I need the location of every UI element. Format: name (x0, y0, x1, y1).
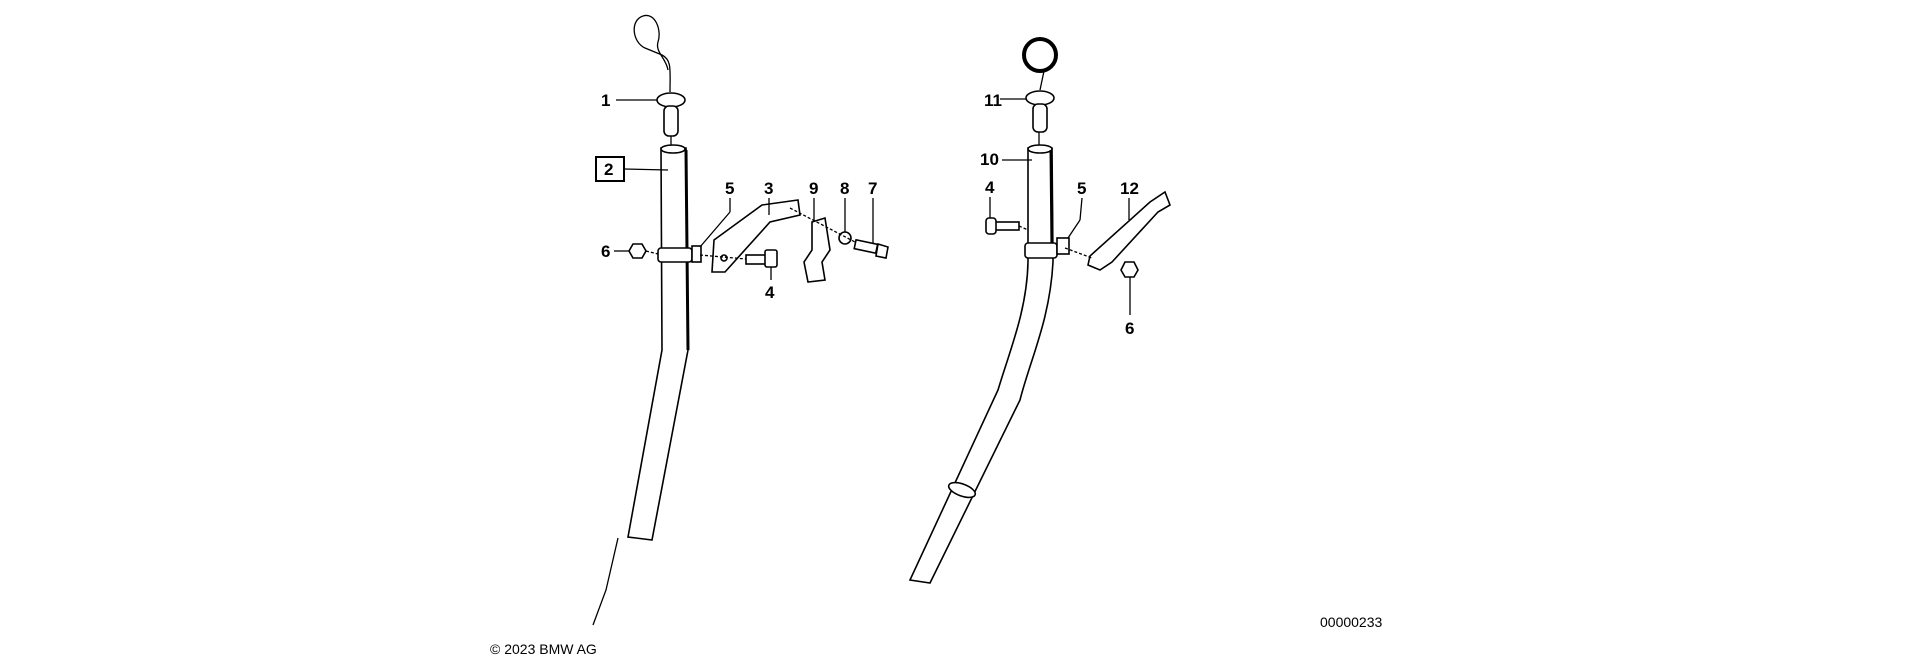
guide-tube-10 (908, 147, 1054, 584)
leader-2 (623, 168, 669, 171)
copyright-text: © 2023 BMW AG (490, 641, 597, 657)
grommet-1 (656, 92, 686, 108)
callout-10: 10 (980, 150, 999, 169)
callout-2: 2 (604, 160, 613, 179)
callout-9: 9 (809, 179, 818, 198)
callout-4: 4 (985, 178, 995, 197)
bolt-4-head (764, 249, 778, 268)
leader-5b (699, 211, 731, 248)
bolt-4 (994, 221, 1020, 231)
callout-1: 1 (601, 91, 610, 110)
callout-8: 8 (840, 179, 849, 198)
dipstick-seal (1032, 103, 1048, 133)
axis-line (789, 207, 856, 243)
bracket-12 (1087, 190, 1171, 271)
diagram-id: 00000233 (1320, 614, 1383, 630)
dipstick-lower-rod (592, 537, 619, 626)
dipstick-handle-ring (1022, 37, 1058, 73)
tube-collar (947, 481, 977, 499)
grommet-11 (1025, 90, 1055, 106)
callout-5: 5 (1077, 179, 1086, 198)
callout-4: 4 (765, 283, 775, 302)
callout-11: 11 (984, 91, 1002, 110)
leader-5b (1067, 219, 1081, 239)
tube-shade (1049, 149, 1054, 251)
bracket-hole (720, 254, 728, 262)
clip-9 (803, 216, 831, 283)
tube-opening (1027, 144, 1053, 154)
dipstick-handle-loop (633, 14, 671, 93)
bolt-7-head (875, 242, 889, 259)
callout-7: 7 (868, 179, 877, 198)
callout-12: 12 (1120, 179, 1139, 198)
guide-tube-2 (627, 147, 689, 541)
left-dipstick-assembly: 1 2 5 3 9 8 7 6 4 (592, 14, 889, 626)
axis-line (699, 254, 747, 260)
bolt-7 (853, 238, 879, 255)
axis-line (1018, 225, 1029, 231)
dipstick-seal (663, 105, 679, 137)
callout-6: 6 (1125, 319, 1134, 338)
clamp-5 (657, 247, 693, 263)
bolt-4 (745, 254, 767, 265)
callout-5: 5 (725, 179, 734, 198)
bracket-3 (711, 199, 801, 273)
nut-6 (1120, 261, 1139, 278)
right-dipstick-assembly: 11 10 4 5 12 6 (908, 37, 1171, 584)
washer-8 (838, 231, 852, 245)
nut-6 (628, 243, 647, 259)
clamp-5 (1024, 242, 1058, 259)
bolt-4-head (985, 217, 997, 235)
axis-line (645, 250, 659, 255)
callout-3: 3 (764, 179, 773, 198)
tube-opening (660, 144, 686, 154)
ring-stem (1039, 70, 1045, 91)
callout-2-box (595, 156, 625, 182)
leader-5 (1079, 197, 1083, 221)
clamp-tab (1056, 237, 1070, 255)
callout-6: 6 (601, 242, 610, 261)
clamp-tab (691, 245, 702, 263)
